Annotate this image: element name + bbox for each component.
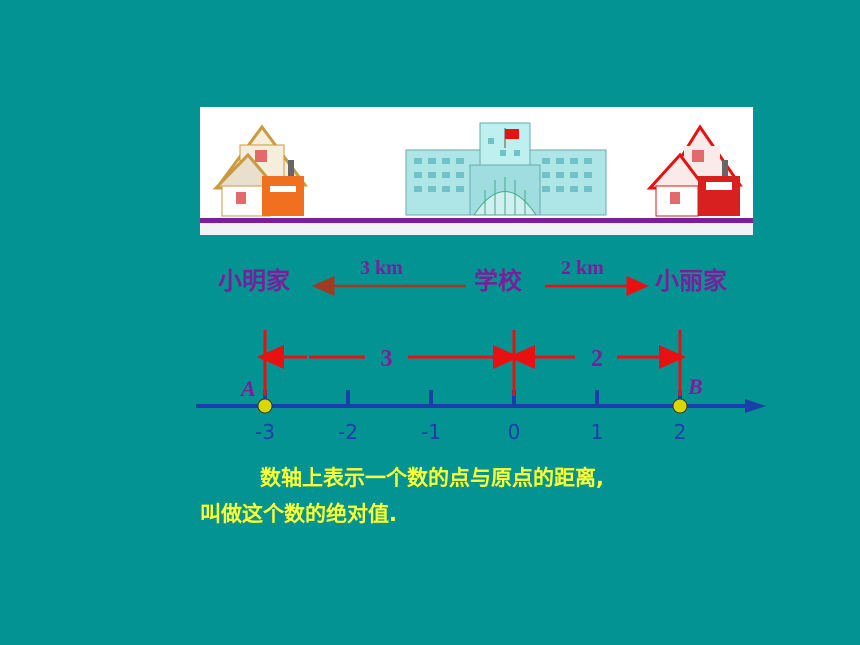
tick-label: 2 (674, 420, 687, 444)
definition-text: 数轴上表示一个数的点与原点的距离, 叫做这个数的绝对值. (200, 460, 800, 532)
illustration-panel (200, 107, 753, 235)
distance-label-left-number: 3 (381, 346, 393, 372)
tick-label: -2 (338, 420, 358, 444)
point-b-label: B (687, 374, 703, 399)
label-xiaoli-home: 小丽家 (655, 267, 727, 295)
xiaoli-house-illustration (646, 124, 743, 217)
definition-line-1: 数轴上表示一个数的点与原点的距离, (260, 466, 604, 490)
flag-icon (505, 129, 519, 139)
label-xiaoming-home: 小明家 (218, 267, 290, 295)
distance-label-right-number: 2 (591, 346, 603, 372)
distance-label-left: 3 km (360, 257, 403, 279)
tick-label: -1 (421, 420, 441, 444)
definition-line-2: 叫做这个数的绝对值. (200, 502, 397, 526)
point-b (672, 398, 688, 414)
axis-arrowhead (745, 399, 766, 413)
xiaoming-house-illustration (212, 124, 308, 217)
label-school: 学校 (474, 267, 523, 295)
school-illustration (405, 122, 607, 216)
tick-label: 0 (508, 420, 521, 444)
distance-label-right: 2 km (561, 257, 604, 279)
point-a-label: A (239, 376, 256, 401)
tick-label: -3 (255, 420, 275, 444)
tick-label: 1 (591, 420, 604, 444)
point-a (257, 398, 273, 414)
